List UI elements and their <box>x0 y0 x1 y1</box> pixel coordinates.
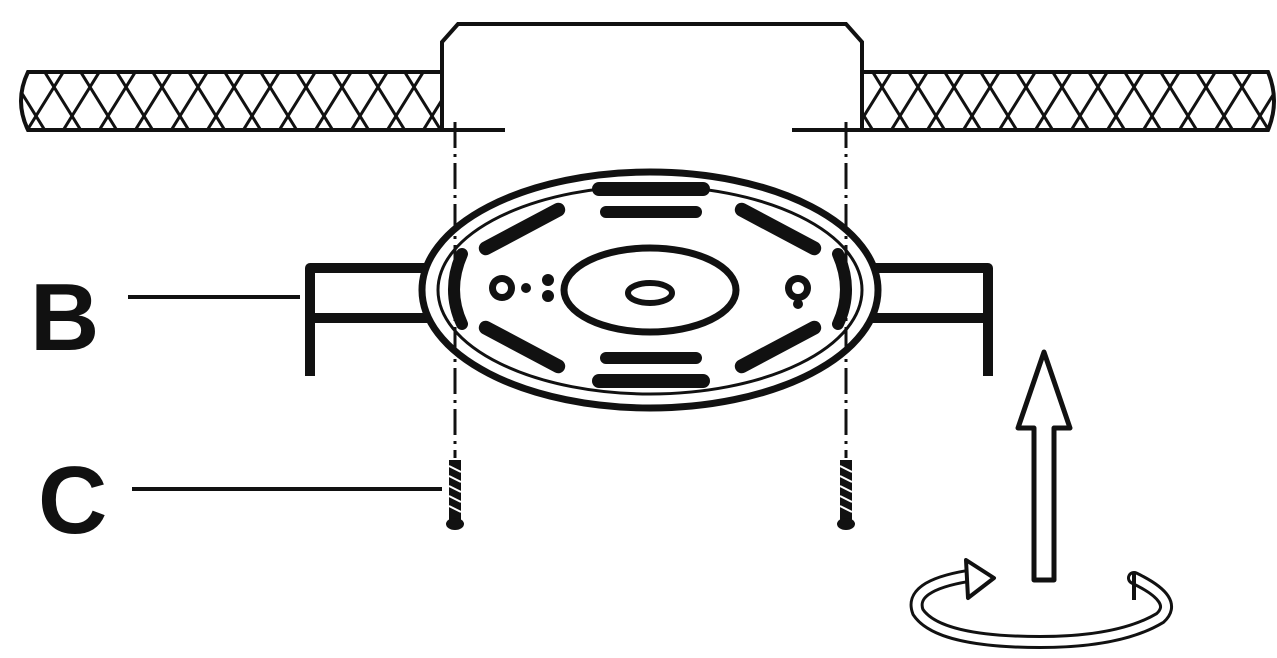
ceiling <box>19 70 1276 132</box>
bracket-arm-left <box>305 263 430 376</box>
mounting-bracket <box>305 263 993 376</box>
bracket-arm-right <box>868 263 993 376</box>
alignment-lines <box>453 122 848 458</box>
plate-screw-left <box>489 274 554 302</box>
label-c: C <box>38 447 107 554</box>
screw-left <box>446 460 464 530</box>
rotate-arrow-icon <box>909 558 1173 650</box>
mounting-plate <box>418 168 882 412</box>
plate-screw-right <box>785 275 811 309</box>
up-arrow-icon <box>1015 349 1073 583</box>
junction-box <box>440 22 864 132</box>
label-b: B <box>30 264 99 371</box>
ceiling-left <box>19 70 444 132</box>
ceiling-right <box>860 70 1276 132</box>
screw-right <box>837 460 855 530</box>
